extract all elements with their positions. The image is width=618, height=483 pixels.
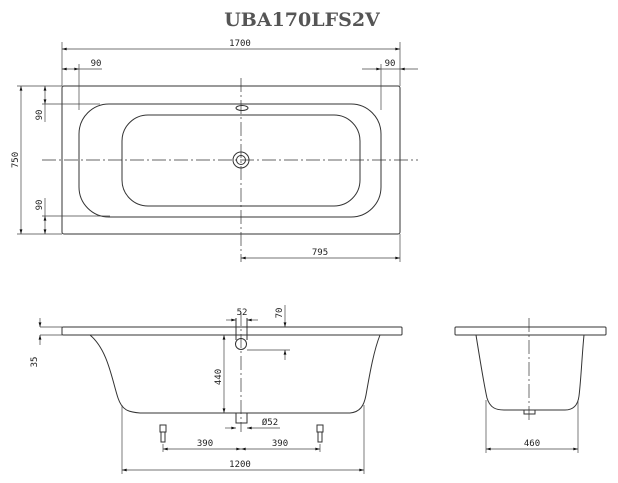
foot-left [159,424,167,443]
overflow-icon [235,338,247,350]
drain-inner [236,155,246,165]
drain-icon [232,151,250,169]
rim-inner-edge [78,103,382,218]
side-body [475,334,585,411]
front-rim [61,326,403,336]
front-body [89,334,381,414]
side-rim [454,326,607,336]
dim-top-rim: 90 [35,110,45,121]
dim-overflow-diameter: 52 [237,308,248,318]
dim-foot-left-spacing: 390 [197,439,213,449]
dim-drain-diameter: Ø52 [262,417,278,428]
overflow-icon [235,105,249,111]
dim-bottom-rim: 90 [35,200,45,211]
dim-right-rim: 90 [385,59,396,69]
dim-overall-width: 750 [11,152,21,168]
front-view: 52 70 35 440 Ø52 390 390 1200 [30,305,403,474]
dim-bottom-length: 1200 [229,460,251,470]
dim-bottom-width: 460 [524,439,540,449]
side-view: 460 [454,318,607,453]
top-view: 1700 90 90 750 90 90 795 [11,39,418,262]
dim-foot-right-spacing: 390 [272,439,288,449]
dim-overall-length: 1700 [229,39,251,49]
foot-right [316,424,324,443]
side-drain [523,409,536,415]
drain-pipe [235,412,248,424]
dim-left-rim: 90 [91,59,102,69]
model-title: UBA170LFS2V [224,9,381,31]
dim-depth: 440 [214,369,224,385]
dim-rim-thickness: 35 [30,357,40,368]
dim-drain-offset: 795 [312,248,328,258]
dim-overflow-offset: 70 [275,308,285,319]
